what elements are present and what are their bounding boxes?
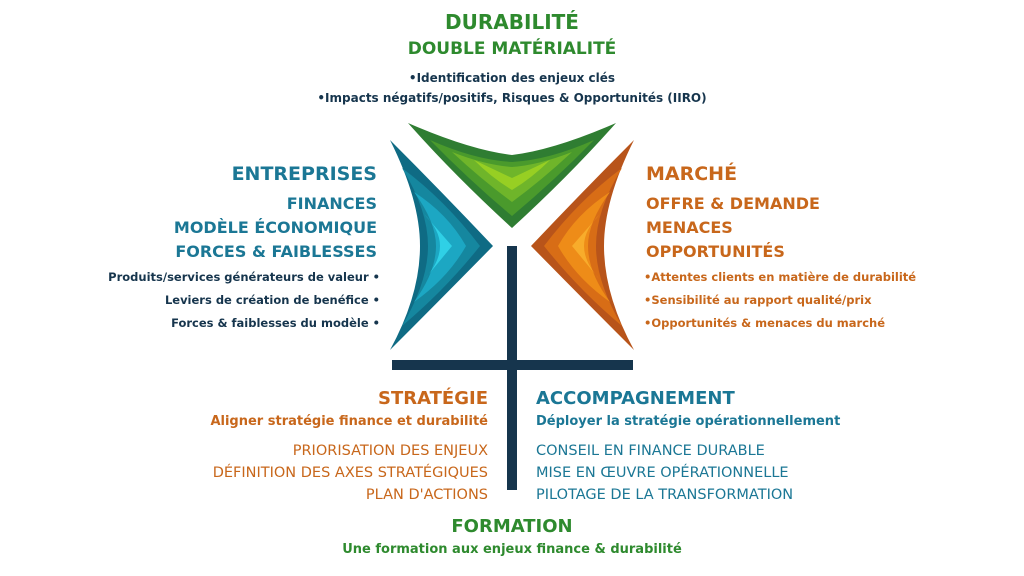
accompagnement-title: ACCOMPAGNEMENT [536, 388, 735, 409]
top-chevron-green [408, 123, 616, 228]
entreprises-title: ENTREPRISES [231, 163, 377, 185]
entreprises-bullets: Produits/services générateurs de valeur … [20, 266, 380, 335]
navy-cross [392, 246, 633, 490]
marche-item: OFFRE & DEMANDE [646, 194, 820, 213]
durabilite-title: DURABILITÉ [445, 10, 579, 34]
strategie-item: DÉFINITION DES AXES STRATÉGIQUES [212, 465, 488, 481]
entreprises-item: MODÈLE ÉCONOMIQUE [173, 218, 377, 237]
entreprises-bullet: Forces & faiblesses du modèle [20, 312, 380, 335]
marche-title: MARCHÉ [646, 163, 738, 185]
marche-section: MARCHÉ OFFRE & DEMANDE MENACES OPPORTUNI… [646, 160, 1006, 264]
formation-title: FORMATION [451, 516, 573, 537]
marche-bullet: Opportunités & menaces du marché [644, 312, 1014, 335]
entreprises-item: FINANCES [286, 194, 377, 213]
strategie-section: STRATÉGIE Aligner stratégie finance et d… [90, 386, 488, 506]
strategie-item: PLAN D'ACTIONS [365, 487, 488, 503]
formation-section: FORMATION Une formation aux enjeux finan… [262, 514, 762, 560]
entreprises-bullet: Produits/services générateurs de valeur [20, 266, 380, 289]
accompagnement-item: CONSEIL EN FINANCE DURABLE [536, 443, 765, 459]
accompagnement-item: PILOTAGE DE LA TRANSFORMATION [536, 487, 794, 503]
marche-bullet: Sensibilité au rapport qualité/prix [644, 289, 1014, 312]
entreprises-item: FORCES & FAIBLESSES [175, 242, 377, 261]
formation-subtitle: Une formation aux enjeux finance & durab… [342, 542, 682, 557]
accompagnement-section: ACCOMPAGNEMENT Déployer la stratégie opé… [536, 386, 976, 506]
accompagnement-item: MISE EN ŒUVRE OPÉRATIONNELLE [536, 465, 789, 481]
durabilite-section: DURABILITÉ DOUBLE MATÉRIALITÉ Identifica… [262, 8, 762, 108]
durabilite-subtitle: DOUBLE MATÉRIALITÉ [407, 39, 617, 59]
marche-bullet: Attentes clients en matière de durabilit… [644, 266, 1014, 289]
marche-item: OPPORTUNITÉS [646, 242, 785, 261]
marche-bullets: Attentes clients en matière de durabilit… [644, 266, 1014, 335]
strategie-title: STRATÉGIE [378, 388, 488, 409]
durabilite-bullet: Impacts négatifs/positifs, Risques & Opp… [262, 88, 762, 108]
right-chevron-orange [531, 140, 634, 350]
entreprises-section: ENTREPRISES FINANCES MODÈLE ÉCONOMIQUE F… [20, 160, 377, 264]
strategie-subtitle: Aligner stratégie finance et durabilité [210, 414, 488, 429]
strategie-item: PRIORISATION DES ENJEUX [292, 443, 488, 459]
left-chevron-blue [390, 140, 493, 350]
durabilite-bullet: Identification des enjeux clés [262, 68, 762, 88]
entreprises-bullet: Leviers de création de benéfice [20, 289, 380, 312]
accompagnement-subtitle: Déployer la stratégie opérationnellement [536, 414, 841, 429]
marche-item: MENACES [646, 218, 733, 237]
